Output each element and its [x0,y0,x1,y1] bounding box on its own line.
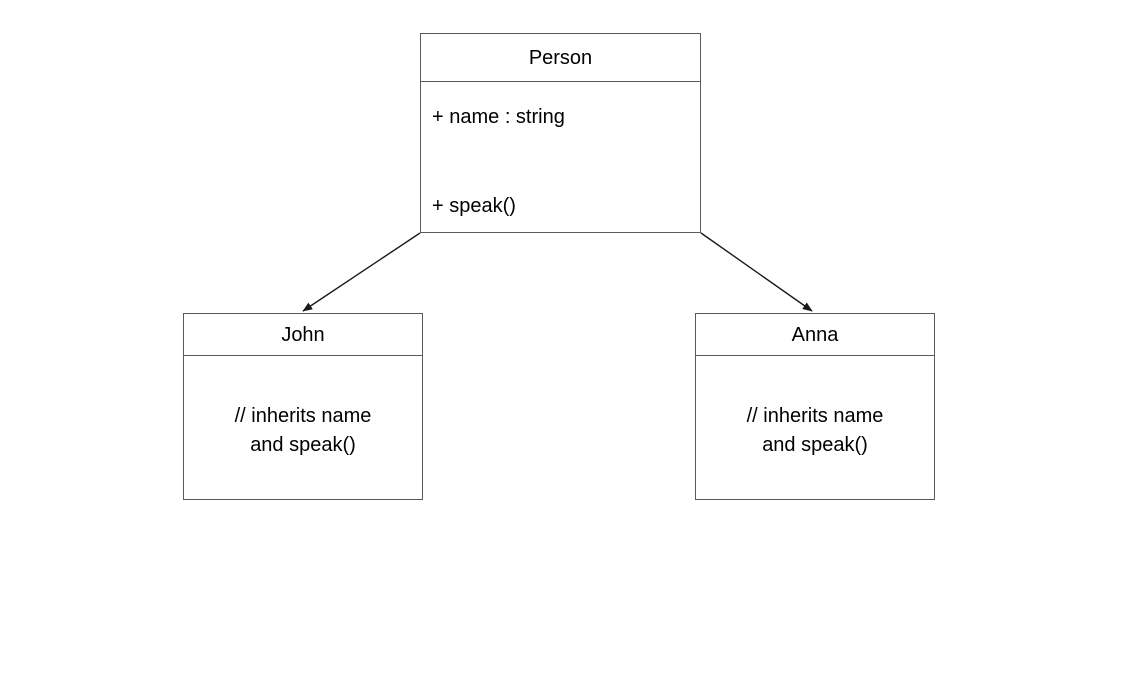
class-note-john-line-1: // inherits name [234,405,372,427]
class-body-anna: // inherits name and speak() [696,356,934,500]
class-note-john-line-2: and speak() [250,434,356,456]
class-box-john[interactable]: John // inherits name and speak() [183,313,423,500]
class-attribute-name: + name : string [432,106,565,128]
class-box-person[interactable]: Person + name : string + speak() [420,33,701,233]
class-name-john: John [184,314,422,356]
class-body-john: // inherits name and speak() [184,356,422,500]
class-body-person: + name : string + speak() [421,82,700,233]
class-name-person: Person [421,34,700,82]
class-name-anna: Anna [696,314,934,356]
class-box-anna[interactable]: Anna // inherits name and speak() [695,313,935,500]
class-note-anna-line-2: and speak() [762,434,868,456]
edge-person-to-anna [700,232,813,312]
edge-person-to-john [302,232,421,312]
class-note-anna-line-1: // inherits name [746,405,884,427]
class-note-john: // inherits name and speak() [184,402,422,460]
class-note-anna: // inherits name and speak() [696,402,934,460]
class-method-speak: + speak() [432,195,516,217]
